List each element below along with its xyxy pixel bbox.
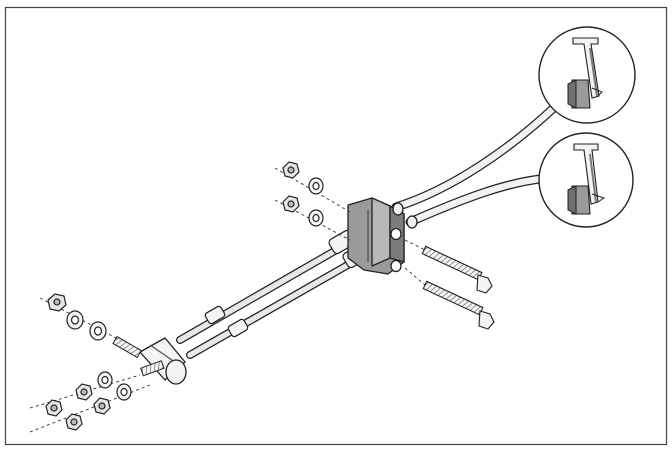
nut — [47, 293, 67, 312]
nut — [282, 161, 300, 179]
washer — [66, 310, 84, 330]
nut — [45, 399, 63, 417]
nut — [93, 397, 111, 415]
nut — [75, 383, 93, 401]
cable-end-fitting — [138, 337, 187, 385]
nut — [65, 413, 83, 431]
cable-clamp-block — [347, 197, 418, 275]
detail-callout-top — [538, 26, 636, 124]
washer — [308, 177, 324, 195]
threaded-studs — [112, 335, 165, 377]
border-frame — [4, 6, 668, 446]
nut — [282, 195, 300, 213]
cable-sleeves — [204, 229, 370, 338]
long-bolt-upper — [421, 245, 493, 294]
detail-callout-bottom — [538, 132, 634, 228]
washer — [89, 321, 107, 341]
washer — [116, 383, 132, 401]
bottom-hardware — [45, 293, 132, 431]
top-hardware — [282, 161, 324, 227]
washer — [308, 209, 324, 227]
washer — [97, 371, 113, 389]
control-cables — [176, 97, 565, 359]
